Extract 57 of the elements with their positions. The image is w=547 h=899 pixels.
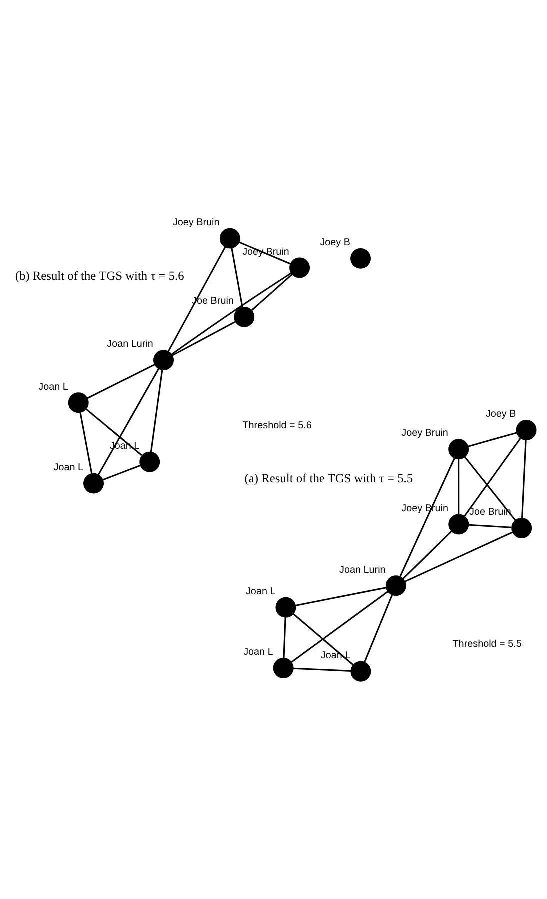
node-label: Joey Bruin <box>172 217 220 228</box>
node-circle <box>386 576 406 596</box>
node-circle <box>350 248 371 269</box>
connector <box>400 458 456 578</box>
connector <box>168 246 226 352</box>
connector <box>80 412 93 474</box>
node-label: Joey Bruin <box>402 428 448 440</box>
node-label: Joan L <box>246 586 276 598</box>
connector <box>86 408 142 456</box>
node-circle <box>220 228 240 249</box>
label: Threshold = 5.6 <box>242 420 312 432</box>
node-label: Joan L <box>54 462 84 474</box>
node-circle <box>512 518 532 538</box>
node-label: Joey B <box>320 238 350 249</box>
connector <box>102 465 141 481</box>
node-circle <box>350 661 372 682</box>
connector <box>150 370 164 452</box>
connector <box>87 364 156 400</box>
connector <box>464 456 516 521</box>
node-circle <box>140 452 160 472</box>
connector <box>404 532 514 582</box>
connector <box>172 272 292 356</box>
connector <box>468 524 512 528</box>
node-circle <box>273 658 294 678</box>
node-label: Joan Lurin <box>340 564 386 576</box>
label: Threshold = 5.5 <box>452 638 522 650</box>
node-circle <box>68 392 89 414</box>
connector <box>296 587 387 606</box>
connector <box>239 242 291 265</box>
node-circle <box>448 514 470 535</box>
connector <box>98 368 160 476</box>
label: (b) Result of the TGS with τ = 5.6 <box>15 268 184 283</box>
connector <box>291 591 389 663</box>
node-circle <box>516 420 537 441</box>
connector <box>468 432 518 448</box>
node-circle <box>234 306 255 328</box>
node-label: Joan Lurin <box>107 339 154 350</box>
node-label: Joan L <box>38 382 68 393</box>
node-circle <box>154 350 174 371</box>
connector <box>464 438 522 517</box>
connector <box>231 248 244 308</box>
connector <box>251 274 293 312</box>
node-circle <box>84 473 104 494</box>
node-circle <box>290 258 310 278</box>
node-label: Joey B <box>486 409 516 420</box>
node-label: Joan L <box>244 647 274 658</box>
connector <box>402 531 452 580</box>
connector <box>522 440 527 518</box>
node-circle <box>276 597 296 618</box>
connector <box>294 668 352 672</box>
connector <box>293 614 354 666</box>
label: (a) Result of the TGS with τ = 5.5 <box>244 471 414 486</box>
connector <box>172 321 236 356</box>
node-circle <box>448 439 470 460</box>
connector <box>283 618 286 658</box>
connector <box>458 459 460 514</box>
connector <box>364 594 394 663</box>
